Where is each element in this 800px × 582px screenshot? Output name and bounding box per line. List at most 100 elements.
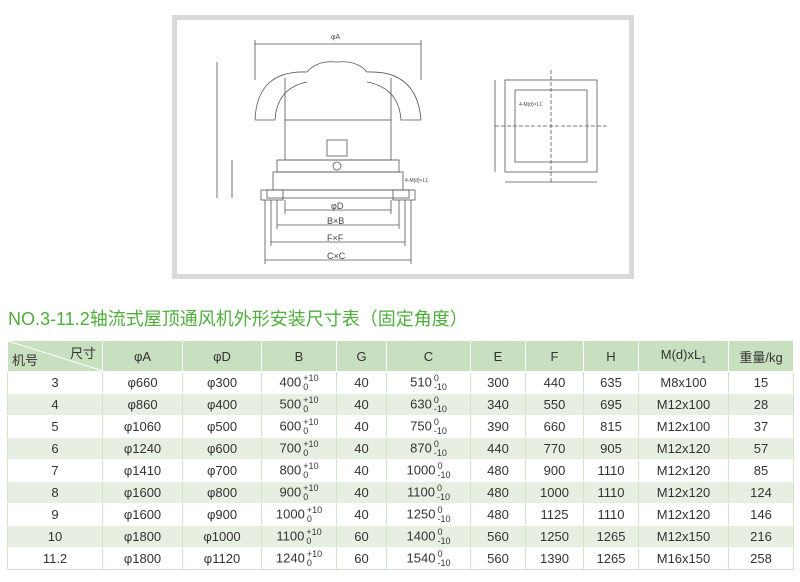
cell-c-tolerance: 0-10 [437, 548, 450, 568]
cell-f: 440 [525, 371, 584, 394]
cell-h: 905 [583, 437, 639, 460]
cell-b-value: 400 [279, 373, 302, 389]
cell-c-tol-lower: -10 [433, 403, 447, 414]
cell-b-tol-lower: 0 [306, 513, 312, 524]
cell-c-tol-upper: 0 [433, 416, 439, 427]
cell-weight: 216 [728, 525, 794, 548]
cell-m: M12x100 [638, 415, 729, 438]
cell-c-value: 750 [410, 417, 432, 433]
cell-c-tol-upper: 0 [437, 548, 443, 559]
cell-c-tol-lower: -10 [433, 425, 447, 436]
cell-f: 900 [525, 459, 584, 482]
cell-g: 40 [336, 393, 387, 416]
cell-b-tol-upper: +10 [306, 548, 323, 559]
header-corner-bottom: 机号 [12, 353, 39, 368]
cell-b-tol-lower: 0 [303, 447, 309, 458]
header-c: C [386, 340, 471, 372]
cell-c-tolerance: 0-10 [433, 394, 447, 414]
cell-b-tol-upper: +10 [303, 438, 319, 449]
fan-drawing-svg [216, 40, 607, 264]
cell-a: φ660 [102, 371, 183, 394]
cell-e: 390 [470, 415, 526, 438]
header-f: F [525, 340, 584, 372]
cell-g: 40 [336, 437, 387, 460]
cell-c-tol-upper: 0 [433, 394, 439, 405]
cell-d: φ900 [182, 503, 262, 526]
drawing-label-a: φA [331, 34, 341, 41]
cell-c-tol-upper: 0 [437, 526, 443, 537]
cell-c-tol-upper: 0 [436, 482, 442, 493]
cell-c-value: 1100 [407, 483, 435, 499]
cell-weight: 57 [728, 437, 794, 460]
cell-c-tol-upper: 0 [437, 504, 443, 515]
header-h: H [583, 340, 639, 372]
drawing-label-b: B×B [327, 216, 345, 226]
cell-m: M12x150 [638, 525, 729, 548]
cell-b-value: 1240 [275, 549, 305, 565]
cell-m: M12x100 [638, 393, 729, 416]
drawing-frame: φA φD B×B F×F C×C 4-M(d)×L1 4-M(d)×L1 [172, 15, 634, 279]
cell-e: 480 [470, 481, 526, 504]
cell-weight: 15 [728, 371, 794, 394]
cell-h: 635 [583, 371, 639, 394]
cell-m: M12x120 [638, 503, 729, 526]
cell-c-value: 1400 [406, 527, 436, 543]
cell-weight: 124 [728, 481, 794, 504]
cell-c-tolerance: 0-10 [437, 504, 450, 524]
cell-f: 1000 [525, 481, 584, 504]
cell-m: M16x150 [638, 547, 729, 570]
header-d: φD [182, 340, 262, 372]
table-title: NO.3-11.2轴流式屋顶通风机外形安装尺寸表（固定角度） [8, 309, 468, 329]
cell-b-tol-upper: +10 [303, 482, 319, 493]
cell-e: 560 [470, 525, 526, 548]
header-corner-diagonal [8, 341, 102, 371]
cell-b-tol-upper: +10 [306, 526, 322, 537]
cell-e: 440 [470, 437, 526, 460]
cell-f: 1250 [525, 525, 584, 548]
drawing-label-f: F×F [327, 233, 344, 243]
cell-g: 40 [336, 371, 387, 394]
cell-h: 1110 [583, 503, 639, 526]
cell-g: 40 [336, 459, 387, 482]
cell-a: φ1800 [102, 547, 183, 570]
cell-b-value: 1000 [275, 505, 305, 521]
cell-c-tolerance: 0-10 [436, 482, 450, 502]
cell-b-value: 900 [279, 483, 302, 499]
drawing-label-c: C×C [327, 251, 346, 261]
cell-b-tol-lower: 0 [303, 491, 309, 502]
cell-b-tol-lower: 0 [306, 535, 312, 546]
cell-d: φ300 [182, 371, 262, 394]
cell-d: φ800 [182, 481, 262, 504]
cell-weight: 85 [728, 459, 794, 482]
cell-e: 480 [470, 503, 526, 526]
cell-no: 3 [7, 371, 103, 394]
cell-c-value: 870 [410, 439, 432, 455]
cell-d: φ500 [182, 415, 262, 438]
cell-b-value: 600 [279, 417, 302, 433]
header-m-text: M(d)xL [660, 347, 702, 363]
cell-b-tol-lower: 0 [303, 403, 309, 414]
cell-c-value: 630 [410, 395, 432, 411]
cell-f: 660 [525, 415, 584, 438]
cell-weight: 37 [728, 415, 794, 438]
cell-weight: 146 [728, 503, 794, 526]
